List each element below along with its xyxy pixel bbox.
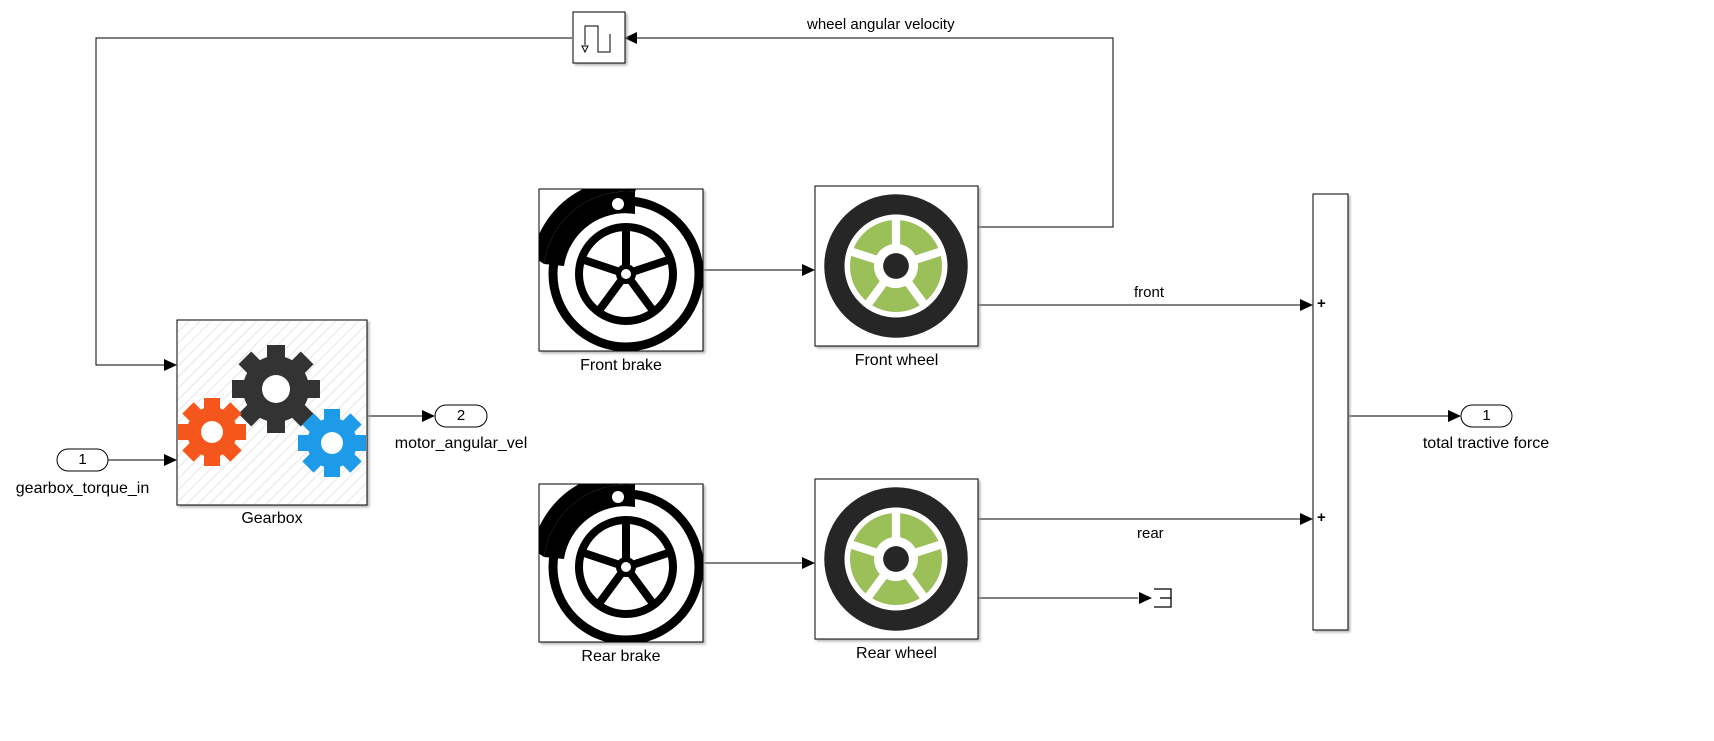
memory-block[interactable]	[572, 11, 626, 64]
arrowhead	[802, 264, 815, 276]
arrowhead	[1139, 592, 1152, 604]
outport-name: total tractive force	[1422, 435, 1550, 452]
arrowhead	[1300, 299, 1313, 311]
rear-signal-label: rear	[1137, 525, 1164, 542]
memory-block-icon	[581, 25, 611, 54]
inport-gearbox-torque[interactable]	[56, 448, 109, 472]
sum-sign-front: +	[1317, 295, 1326, 312]
front-wheel-label: Front wheel	[854, 352, 939, 369]
front-wheel-block[interactable]	[814, 185, 979, 347]
outport-motor-angular-vel[interactable]	[434, 404, 488, 428]
feedback-signal-label: wheel angular velocity	[807, 16, 955, 33]
front-signal-label: front	[1134, 284, 1165, 301]
rear-brake-block[interactable]	[532, 472, 704, 643]
outport-name: motor_angular_vel	[394, 435, 528, 452]
arrowhead	[164, 454, 177, 466]
outport-number: 1	[1482, 407, 1491, 424]
gearbox-block[interactable]	[176, 319, 368, 506]
wheel-icon	[824, 487, 968, 631]
rear-wheel-label: Rear wheel	[856, 645, 937, 662]
wheel-icon	[824, 194, 968, 338]
inport-number: 1	[78, 451, 87, 468]
outport-total-tractive-force[interactable]	[1460, 404, 1513, 428]
gearbox-label: Gearbox	[241, 510, 303, 527]
gears-icon	[178, 345, 366, 477]
arrowhead	[1448, 410, 1461, 422]
rear-wheel-block[interactable]	[814, 478, 979, 640]
feedback-to-gearbox-line	[95, 37, 572, 366]
arrowhead	[164, 359, 177, 371]
terminator-block[interactable]	[1154, 588, 1172, 608]
front-brake-label: Front brake	[580, 357, 662, 374]
rear-brake-label: Rear brake	[581, 648, 661, 665]
signal-lines	[95, 37, 1450, 599]
terminator-icon	[1154, 588, 1172, 608]
arrowhead	[802, 557, 815, 569]
arrowhead	[1300, 513, 1313, 525]
front-brake-block[interactable]	[532, 179, 704, 352]
arrowhead	[422, 410, 435, 422]
arrowhead	[624, 32, 637, 44]
inport-name: gearbox_torque_in	[15, 480, 150, 497]
sum-sign-rear: +	[1317, 509, 1326, 526]
outport-number: 2	[456, 407, 466, 424]
feedback-line	[636, 37, 1114, 228]
sum-block[interactable]	[1312, 193, 1349, 631]
arrowheads	[164, 32, 1461, 604]
